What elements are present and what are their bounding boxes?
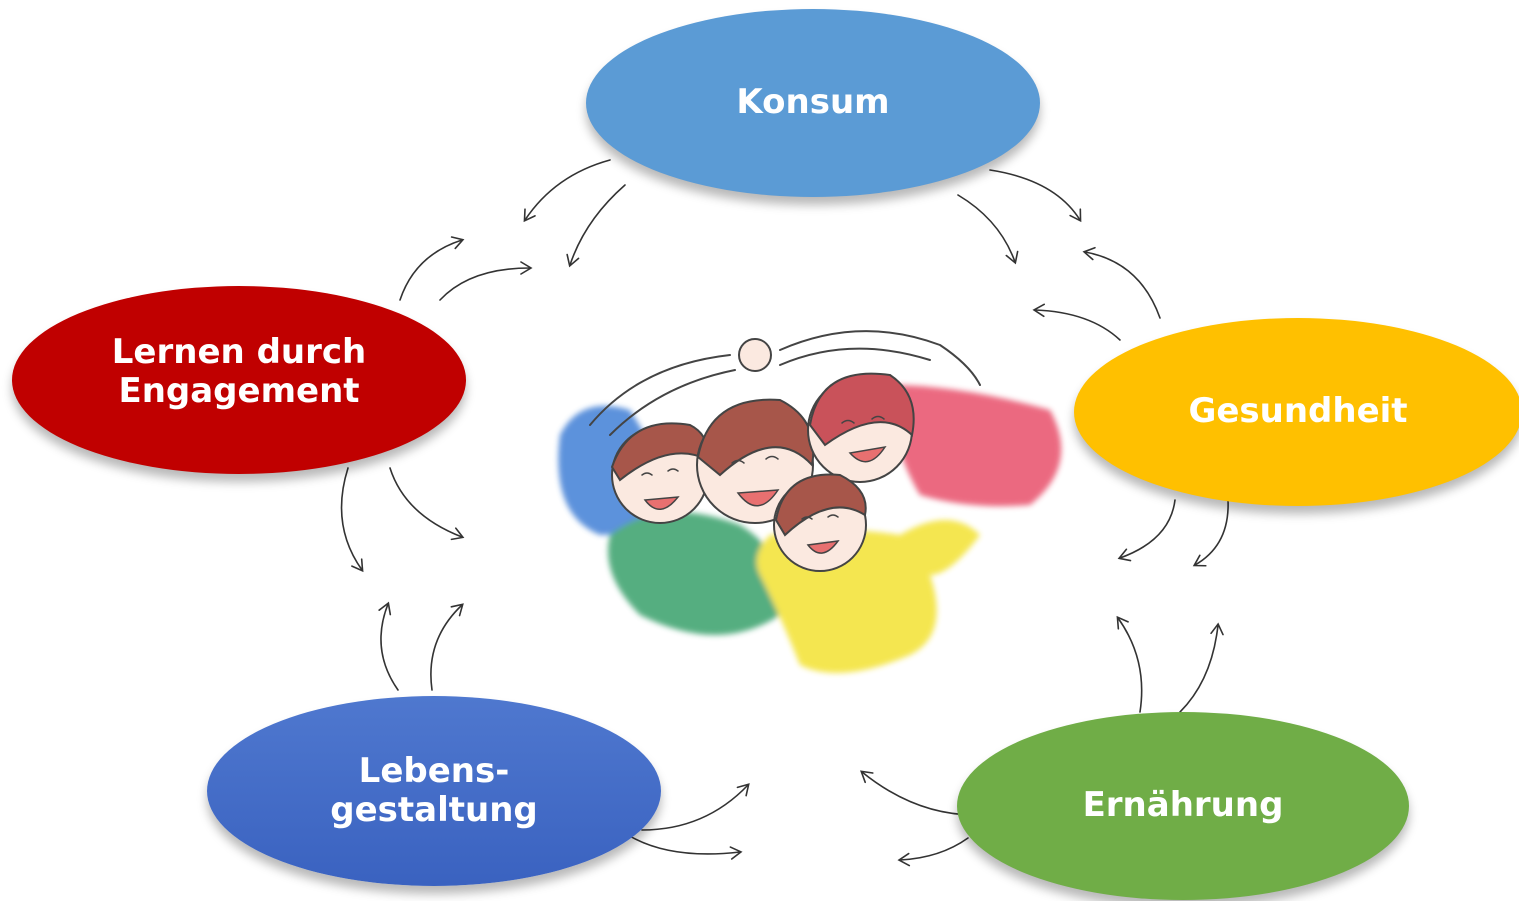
arrow-lernen-to-lebens-2 [389,467,465,541]
arrow-lebens-to-ernaehrung-1 [641,783,750,831]
arrow-konsum-to-lernen-1 [523,159,611,223]
node-lernen-label-line1: Lernen durch [111,331,367,372]
joined-hands [738,338,772,372]
green-shirt [608,512,782,635]
arrow-gesundheit-to-ernaehrung-1 [1117,499,1176,562]
arrow-konsum-to-lernen-2 [566,184,626,268]
arrow-ernaehrung-to-gesundheit-2 [1179,622,1224,713]
node-gesundheit-label: Gesundheit [1188,391,1408,432]
family-hugging-illustration [558,330,1062,673]
pink-shirt [890,385,1062,507]
arm-right [779,330,981,386]
node-lernen-durch-engagement: Lernen durch Engagement [12,286,466,474]
arrow-konsum-to-gesundheit-2 [957,194,1019,265]
node-konsum-label: Konsum [736,82,890,123]
node-ernaehrung: Ernährung [957,712,1409,900]
node-ernaehrung-label: Ernährung [1082,785,1284,826]
node-konsum: Konsum [586,9,1040,197]
arrow-gesundheit-to-konsum-1 [1082,246,1161,319]
node-gesundheit: Gesundheit [1074,318,1519,506]
arrow-ernaehrung-to-gesundheit-1 [1116,615,1143,713]
arrow-lebens-to-lernen-2 [430,603,464,691]
arrow-lebens-to-ernaehrung-2 [627,834,743,860]
node-lebensgestaltung-label-line1: Lebens- [358,750,510,791]
arrow-lernen-to-konsum-1 [399,236,465,301]
arrow-lernen-to-konsum-2 [439,261,533,301]
arrow-lernen-to-lebens-1 [340,467,364,573]
arrow-lebens-to-lernen-1 [378,601,399,691]
arrow-gesundheit-to-konsum-2 [1032,303,1121,341]
node-lernen-label-line2: Engagement [118,371,360,411]
node-lebensgestaltung: Lebens- gestaltung [207,696,661,886]
node-lebensgestaltung-label-line2: gestaltung [330,790,538,830]
arrow-gesundheit-to-ernaehrung-2 [1192,499,1229,567]
arrow-ernaehrung-to-lebens-2 [897,837,969,867]
arrow-konsum-to-gesundheit-1 [989,169,1082,223]
arm-left [589,354,731,426]
